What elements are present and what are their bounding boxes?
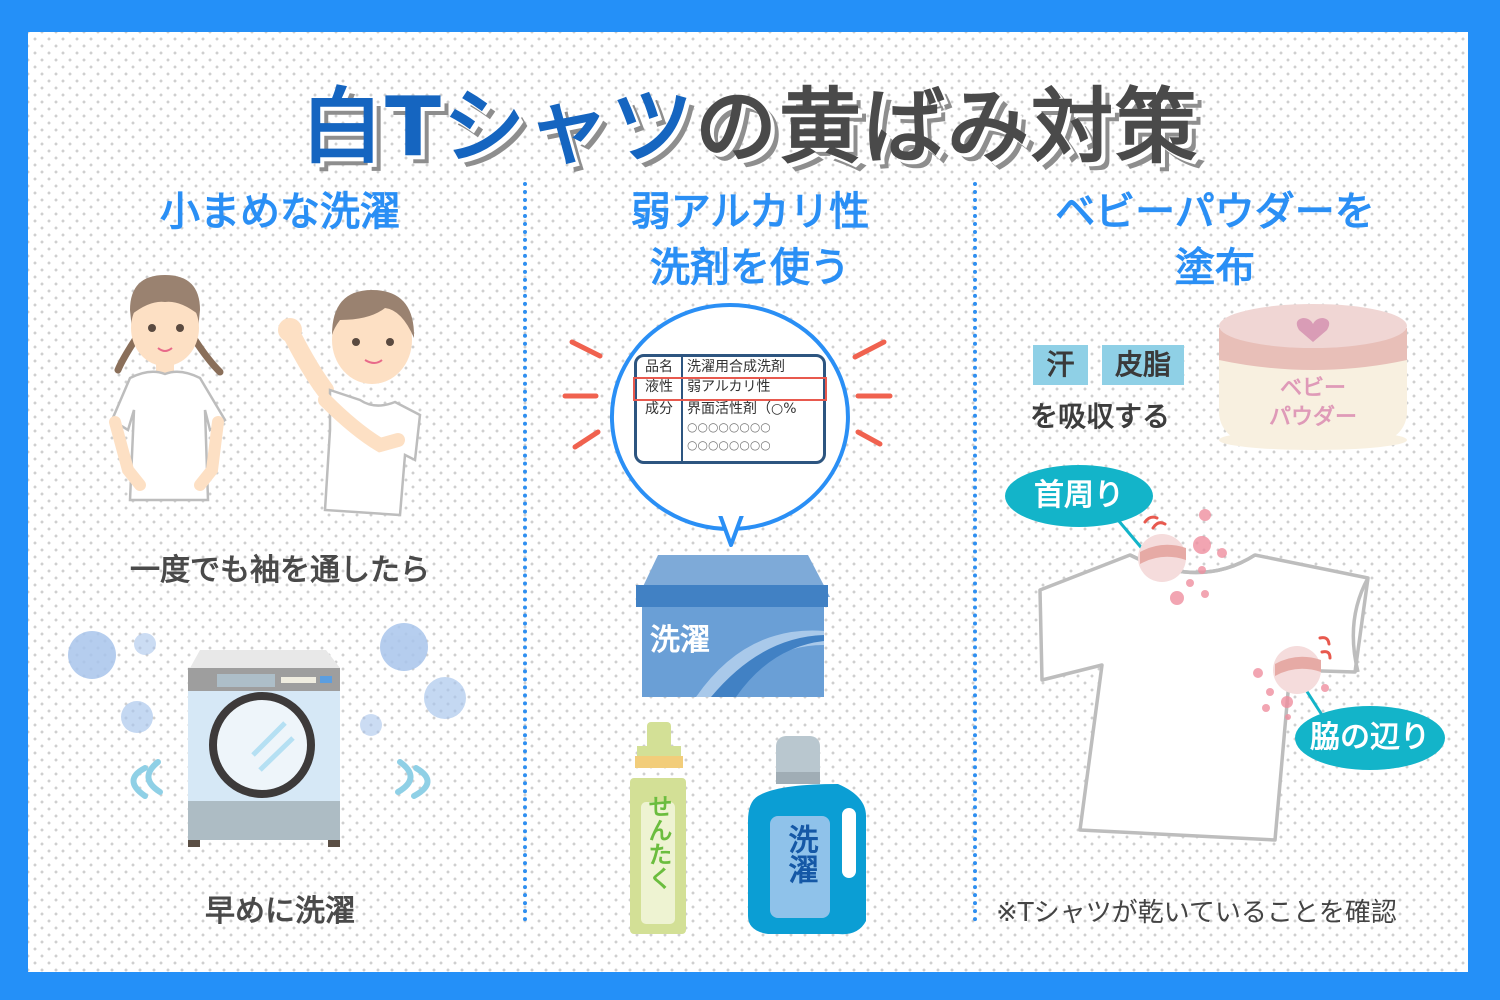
- label-divider: [681, 357, 683, 461]
- vibration-right-icon: [395, 759, 431, 799]
- label-row: ○○○○○○○○: [687, 438, 771, 452]
- svg-text:パウダー: パウダー: [1269, 404, 1357, 430]
- dry-check-note: ※Tシャツが乾いていることを確認: [996, 898, 1397, 928]
- detergent-jug-illustration: 洗濯: [748, 736, 866, 935]
- svg-text:せんたく: せんたく: [644, 794, 672, 890]
- heart-icon: [1296, 318, 1330, 342]
- softener-bottle-illustration: せんたく: [630, 722, 686, 934]
- column-1-caption-top: 一度でも袖を通したら: [130, 553, 430, 588]
- emphasis-rays-icon: [562, 339, 893, 450]
- label-row: 成分界面活性剤（○%: [645, 401, 797, 417]
- detergent-box-illustration: 洗濯: [636, 555, 830, 697]
- label-row: 品名洗濯用合成洗剤: [645, 359, 785, 375]
- column-1-caption-bottom: 早めに洗濯: [205, 894, 355, 929]
- detergent-label-table: 品名洗濯用合成洗剤 液性弱アルカリ性 成分界面活性剤（○% ○○○○○○○○ ○…: [633, 354, 827, 464]
- svg-text:洗濯: 洗濯: [650, 623, 710, 658]
- callout-armpit: 脇の辺り: [1295, 706, 1445, 770]
- label-row-highlighted: 液性弱アルカリ性: [645, 379, 771, 395]
- column-2-title: 弱アルカリ性 洗剤を使う: [630, 189, 870, 291]
- powder-puff-neck-icon: [1138, 515, 1186, 582]
- column-divider-2: [973, 182, 977, 922]
- title-dark-part: の黄ばみ対策: [694, 80, 1199, 175]
- washing-machine-illustration: [68, 623, 466, 847]
- vibration-left-icon: [130, 759, 163, 799]
- svg-text:洗濯: 洗濯: [783, 824, 819, 884]
- column-3-title: ベビーパウダーを 塗布: [1055, 189, 1375, 291]
- powder-puff-armpit-icon: [1273, 636, 1332, 694]
- column-divider-1: [523, 182, 527, 922]
- label-row: ○○○○○○○○: [687, 420, 771, 434]
- column-1-title: 小まめな洗濯: [160, 189, 400, 235]
- svg-text:ベビー: ベビー: [1280, 376, 1346, 401]
- tshirt-illustration: [1038, 509, 1370, 842]
- girl-illustration: [109, 275, 227, 502]
- bubbles-icon: [68, 623, 466, 736]
- title-blue-part: 白Tシャツ: [301, 80, 695, 175]
- absorb-text: を吸収する: [1030, 400, 1171, 433]
- highlight-box: [633, 377, 827, 401]
- page-title: 白Tシャツの黄ばみ対策: [0, 60, 1500, 179]
- tag-sebum: 皮脂: [1102, 345, 1184, 385]
- boy-illustration: [278, 290, 422, 517]
- powder-particles-icon: [1170, 509, 1329, 720]
- tag-sweat: 汗: [1033, 345, 1088, 385]
- baby-powder-illustration: ベビー パウダー: [1219, 304, 1407, 450]
- callout-neck: 首周り: [1005, 465, 1153, 527]
